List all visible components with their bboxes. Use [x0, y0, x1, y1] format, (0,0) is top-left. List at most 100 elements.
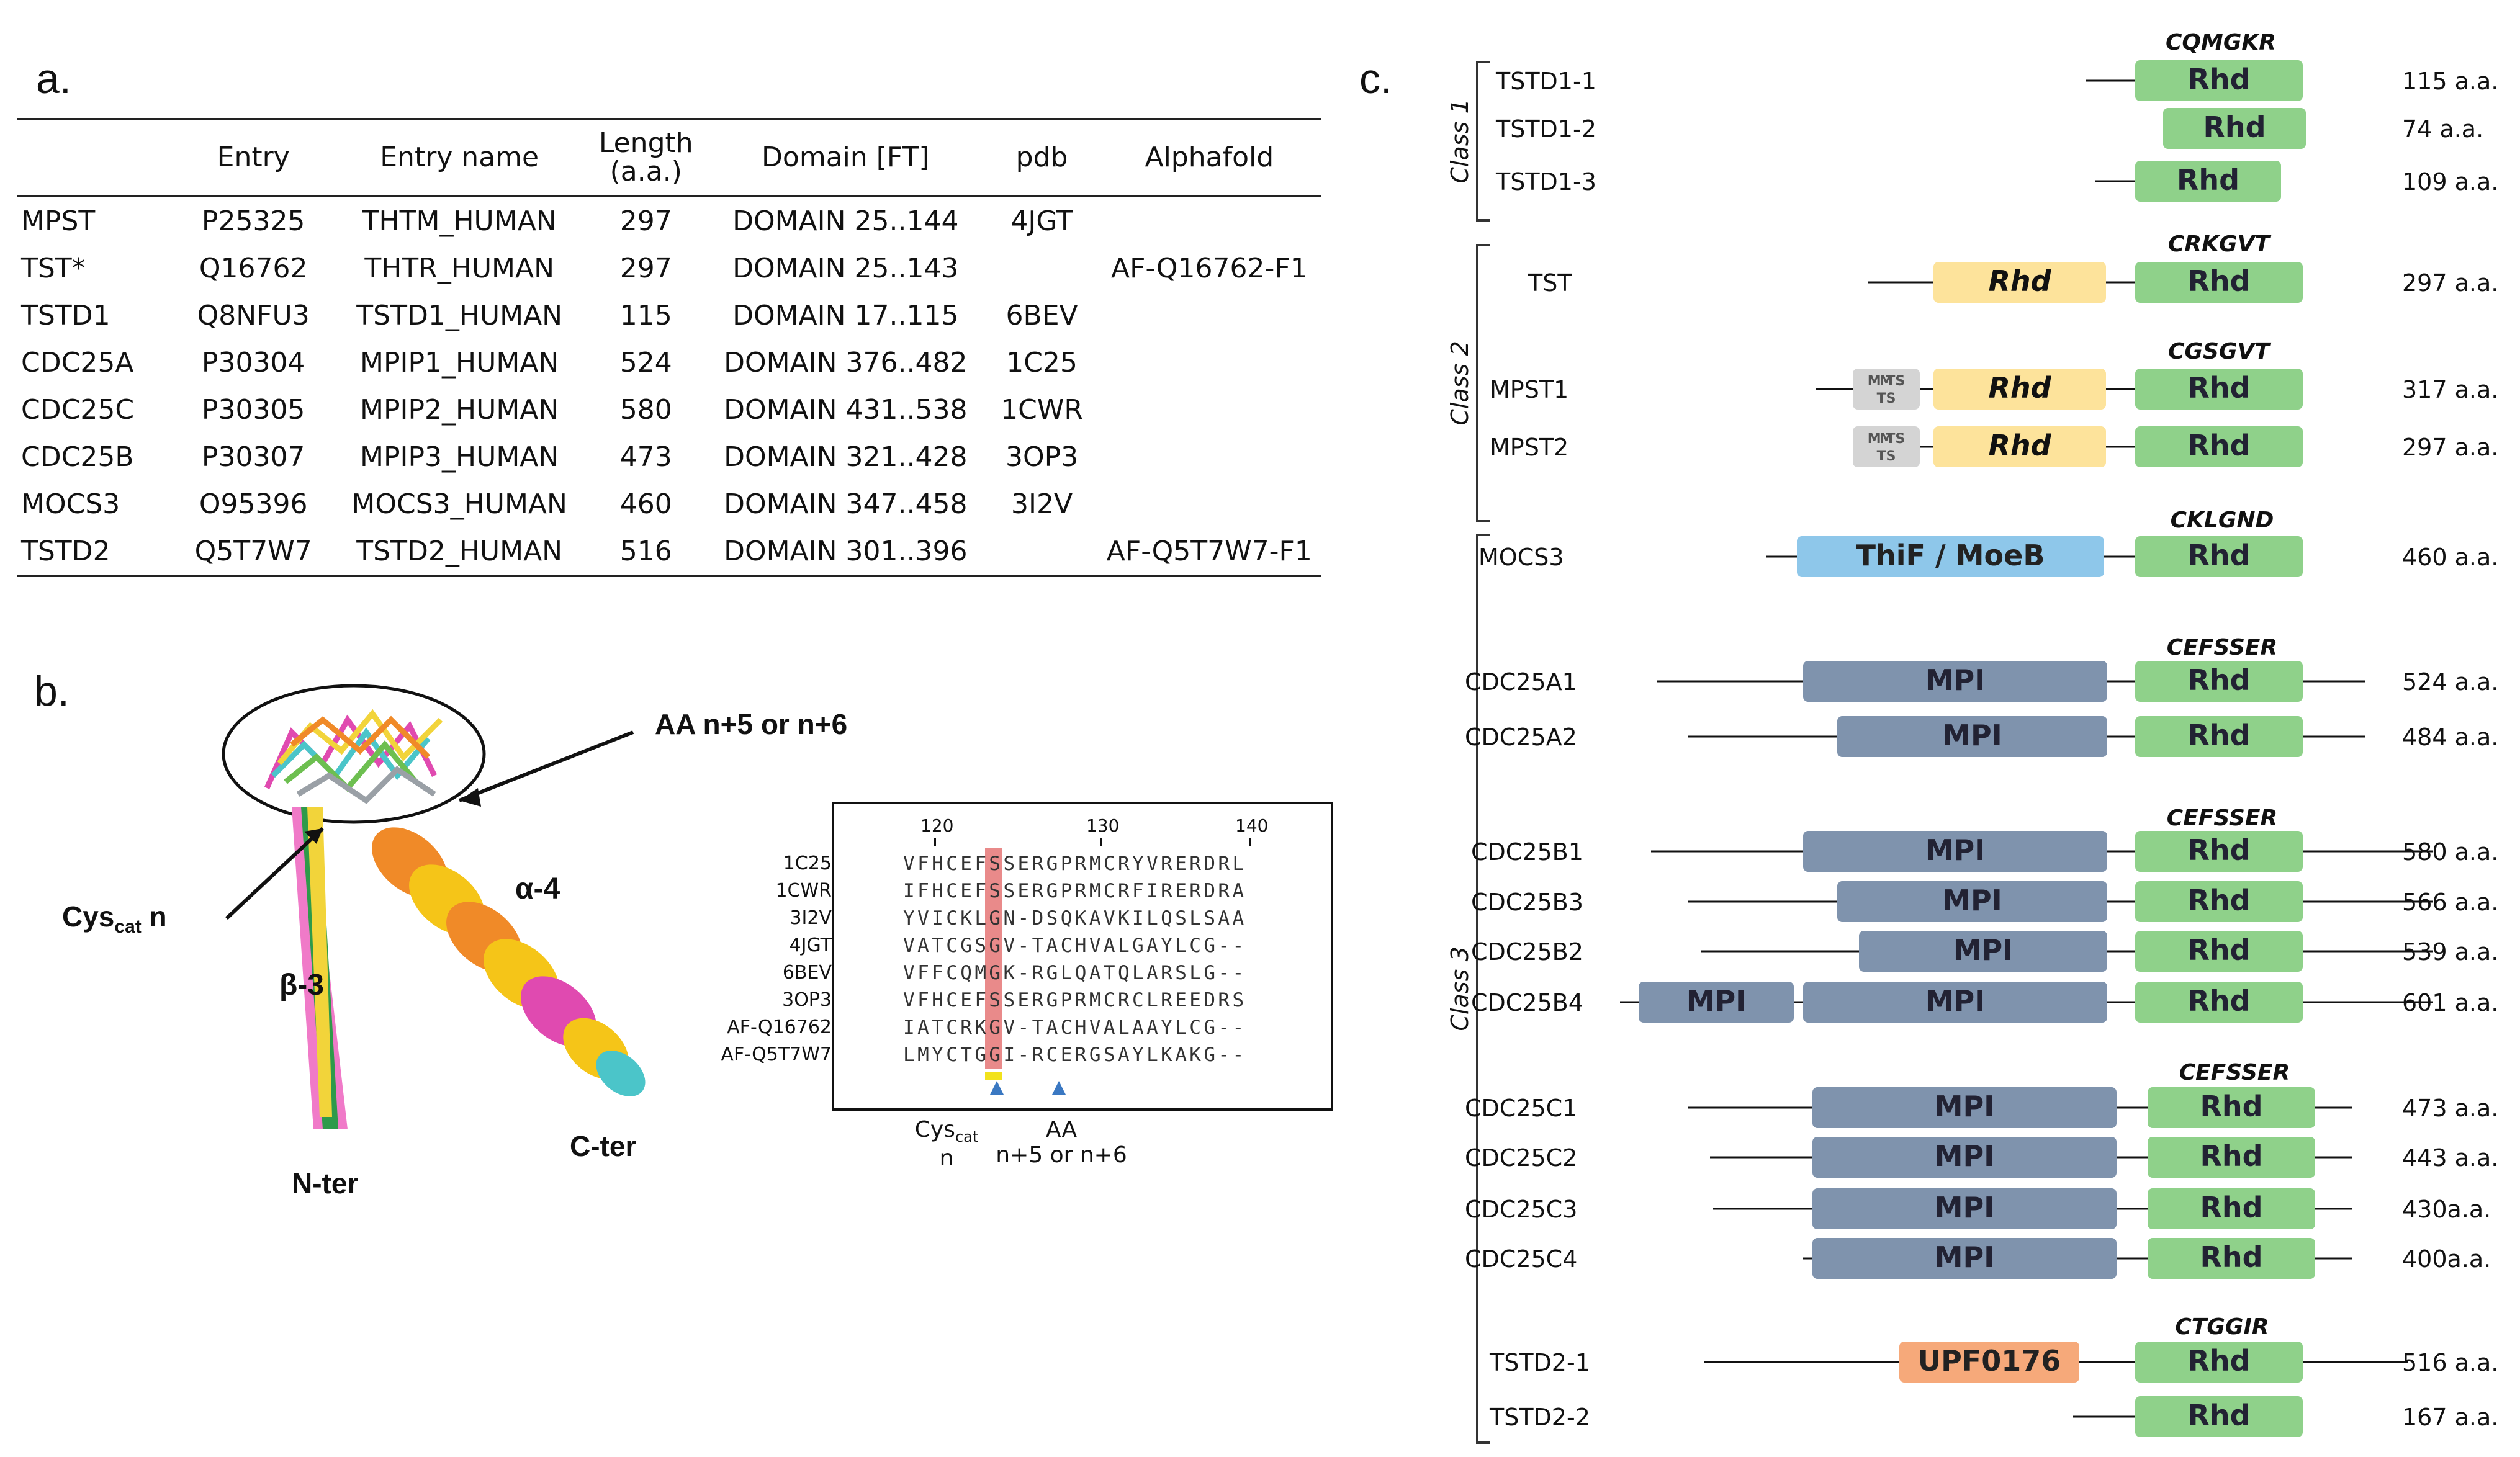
protein-length: 317 a.a. [2402, 376, 2498, 403]
protein-length: 473 a.a. [2402, 1095, 2498, 1122]
table-cell: 516 [587, 527, 706, 577]
alignment-tick-label: 140 [1235, 815, 1269, 836]
domain-label: Rhd [2187, 1344, 2250, 1378]
table-cell: DOMAIN 25..143 [732, 252, 959, 284]
domain-box [2135, 982, 2303, 1023]
protein-name: TSTD1-2 [1495, 115, 1596, 143]
cys-label: Cyscat n [62, 900, 167, 938]
table-cell: DOMAIN 347..458 [724, 488, 968, 520]
domain-label: Rhd [2200, 1139, 2262, 1173]
table-cell: 1C25 [1006, 346, 1078, 379]
table-cell: DOMAIN 17..115 [732, 299, 959, 331]
protein-name: TSTD1-1 [1495, 68, 1596, 95]
table-cell: Q8NFU3 [197, 299, 310, 331]
protein-length: 484 a.a. [2402, 724, 2498, 751]
domain-label: M TS [1868, 374, 1905, 389]
alignment-box [832, 802, 1333, 1111]
domain-box [2135, 161, 2281, 202]
table-cell: O95396 [199, 488, 308, 520]
protein-name: CDC25C1 [1465, 1095, 1577, 1122]
table-cell: 1CWR [1001, 393, 1083, 426]
domain-box [2148, 1238, 2315, 1279]
protein-name: CDC25B1 [1471, 838, 1583, 866]
motif-label: CQMGKR [2166, 30, 2276, 55]
protein-length: 115 a.a. [2402, 68, 2498, 95]
domain-box [2163, 108, 2306, 149]
domain-box [1803, 661, 2107, 702]
table-cell: 524 [619, 346, 672, 379]
protein-name: TSTD2-2 [1489, 1404, 1590, 1431]
protein-name: CDC25B3 [1471, 889, 1583, 916]
alignment-row-sequence: VATCGSGV-TACHVALGAYLCG-- [903, 935, 1247, 957]
protein-name: TSTD1-3 [1495, 168, 1596, 195]
table-cell: TST* [21, 252, 86, 284]
protein-name: TSTD2-1 [1489, 1349, 1590, 1376]
domain-box [2135, 881, 2303, 922]
panel-b-label: b. [34, 668, 70, 715]
protein-name: CDC25A1 [1465, 668, 1577, 696]
table-header: pdb [986, 118, 1098, 197]
table-cell: THTM_HUMAN [362, 205, 557, 237]
alignment-row-sequence: YVICKLGN-DSQKAVKILQSLSAA [903, 907, 1247, 930]
protein-length: 167 a.a. [2402, 1404, 2498, 1431]
alignment-row-id: 3I2V [790, 907, 832, 929]
protein-name: CDC25C3 [1465, 1196, 1577, 1223]
domain-label: Rhd [2187, 984, 2250, 1018]
table-cell: 580 [619, 393, 672, 426]
alignment-row-id: 4JGT [789, 935, 832, 956]
table-cell: 4JGT [1010, 205, 1073, 237]
alignment-tick-mark [1249, 838, 1251, 846]
table-cell: 297 [619, 252, 672, 284]
domain-box [1899, 1342, 2079, 1383]
protein-name: CDC25C4 [1465, 1245, 1577, 1273]
domain-box [1639, 982, 1794, 1023]
domain-box [2135, 1396, 2303, 1437]
domain-box [1837, 881, 2107, 922]
alignment-row-id: AF-Q16762 [727, 1016, 832, 1038]
domain-label: Rhd [2187, 933, 2250, 967]
alignment-row-id: AF-Q5T7W7 [721, 1044, 832, 1065]
motif-label: CEFSSER [2179, 1060, 2290, 1085]
table-cell: MPST [21, 205, 96, 237]
table-header: Alphafold [1097, 118, 1321, 197]
protein-name: CDC25C2 [1465, 1144, 1577, 1172]
domain-box [1797, 536, 2104, 577]
domain-label: Rhd [1988, 371, 2051, 405]
table-cell: P30305 [201, 393, 305, 426]
domain-box [2135, 369, 2303, 410]
protein-length: 580 a.a. [2402, 838, 2498, 866]
protein-length: 443 a.a. [2402, 1144, 2498, 1172]
class-label: Class 1 [1446, 99, 1474, 183]
table-cell: TSTD1 [21, 299, 110, 331]
table-cell: 115 [619, 299, 672, 331]
table-cell: MOCS3_HUMAN [351, 488, 567, 520]
alignment-row-id: 3OP3 [782, 989, 832, 1011]
domain-box [2135, 426, 2303, 467]
domain-box [1812, 1137, 2117, 1178]
protein-length: 460 a.a. [2402, 544, 2498, 571]
domain-label: Rhd [2177, 163, 2239, 197]
protein-length: 297 a.a. [2402, 434, 2498, 461]
alignment-tick-mark [1100, 838, 1102, 846]
protein-length: 109 a.a. [2402, 168, 2498, 195]
domain-box [2148, 1188, 2315, 1229]
cys-label-n: n [141, 900, 167, 933]
table-cell: 6BEV [1006, 299, 1078, 331]
alignment-tick-label: 120 [920, 815, 954, 836]
protein-length: 74 a.a. [2402, 115, 2483, 143]
domain-label: Rhd [2187, 1399, 2250, 1432]
below-cys-main: Cys [914, 1117, 955, 1142]
domain-label: MPI [1942, 719, 2002, 752]
class-bracket [1476, 61, 1490, 222]
table-header [17, 118, 175, 197]
domain-box [2135, 831, 2303, 872]
domain-label: MPI [1925, 663, 1986, 697]
protein-length: 297 a.a. [2402, 269, 2498, 297]
domain-label: MPI [1935, 1139, 1995, 1173]
protein-length: 430a.a. [2402, 1196, 2491, 1223]
